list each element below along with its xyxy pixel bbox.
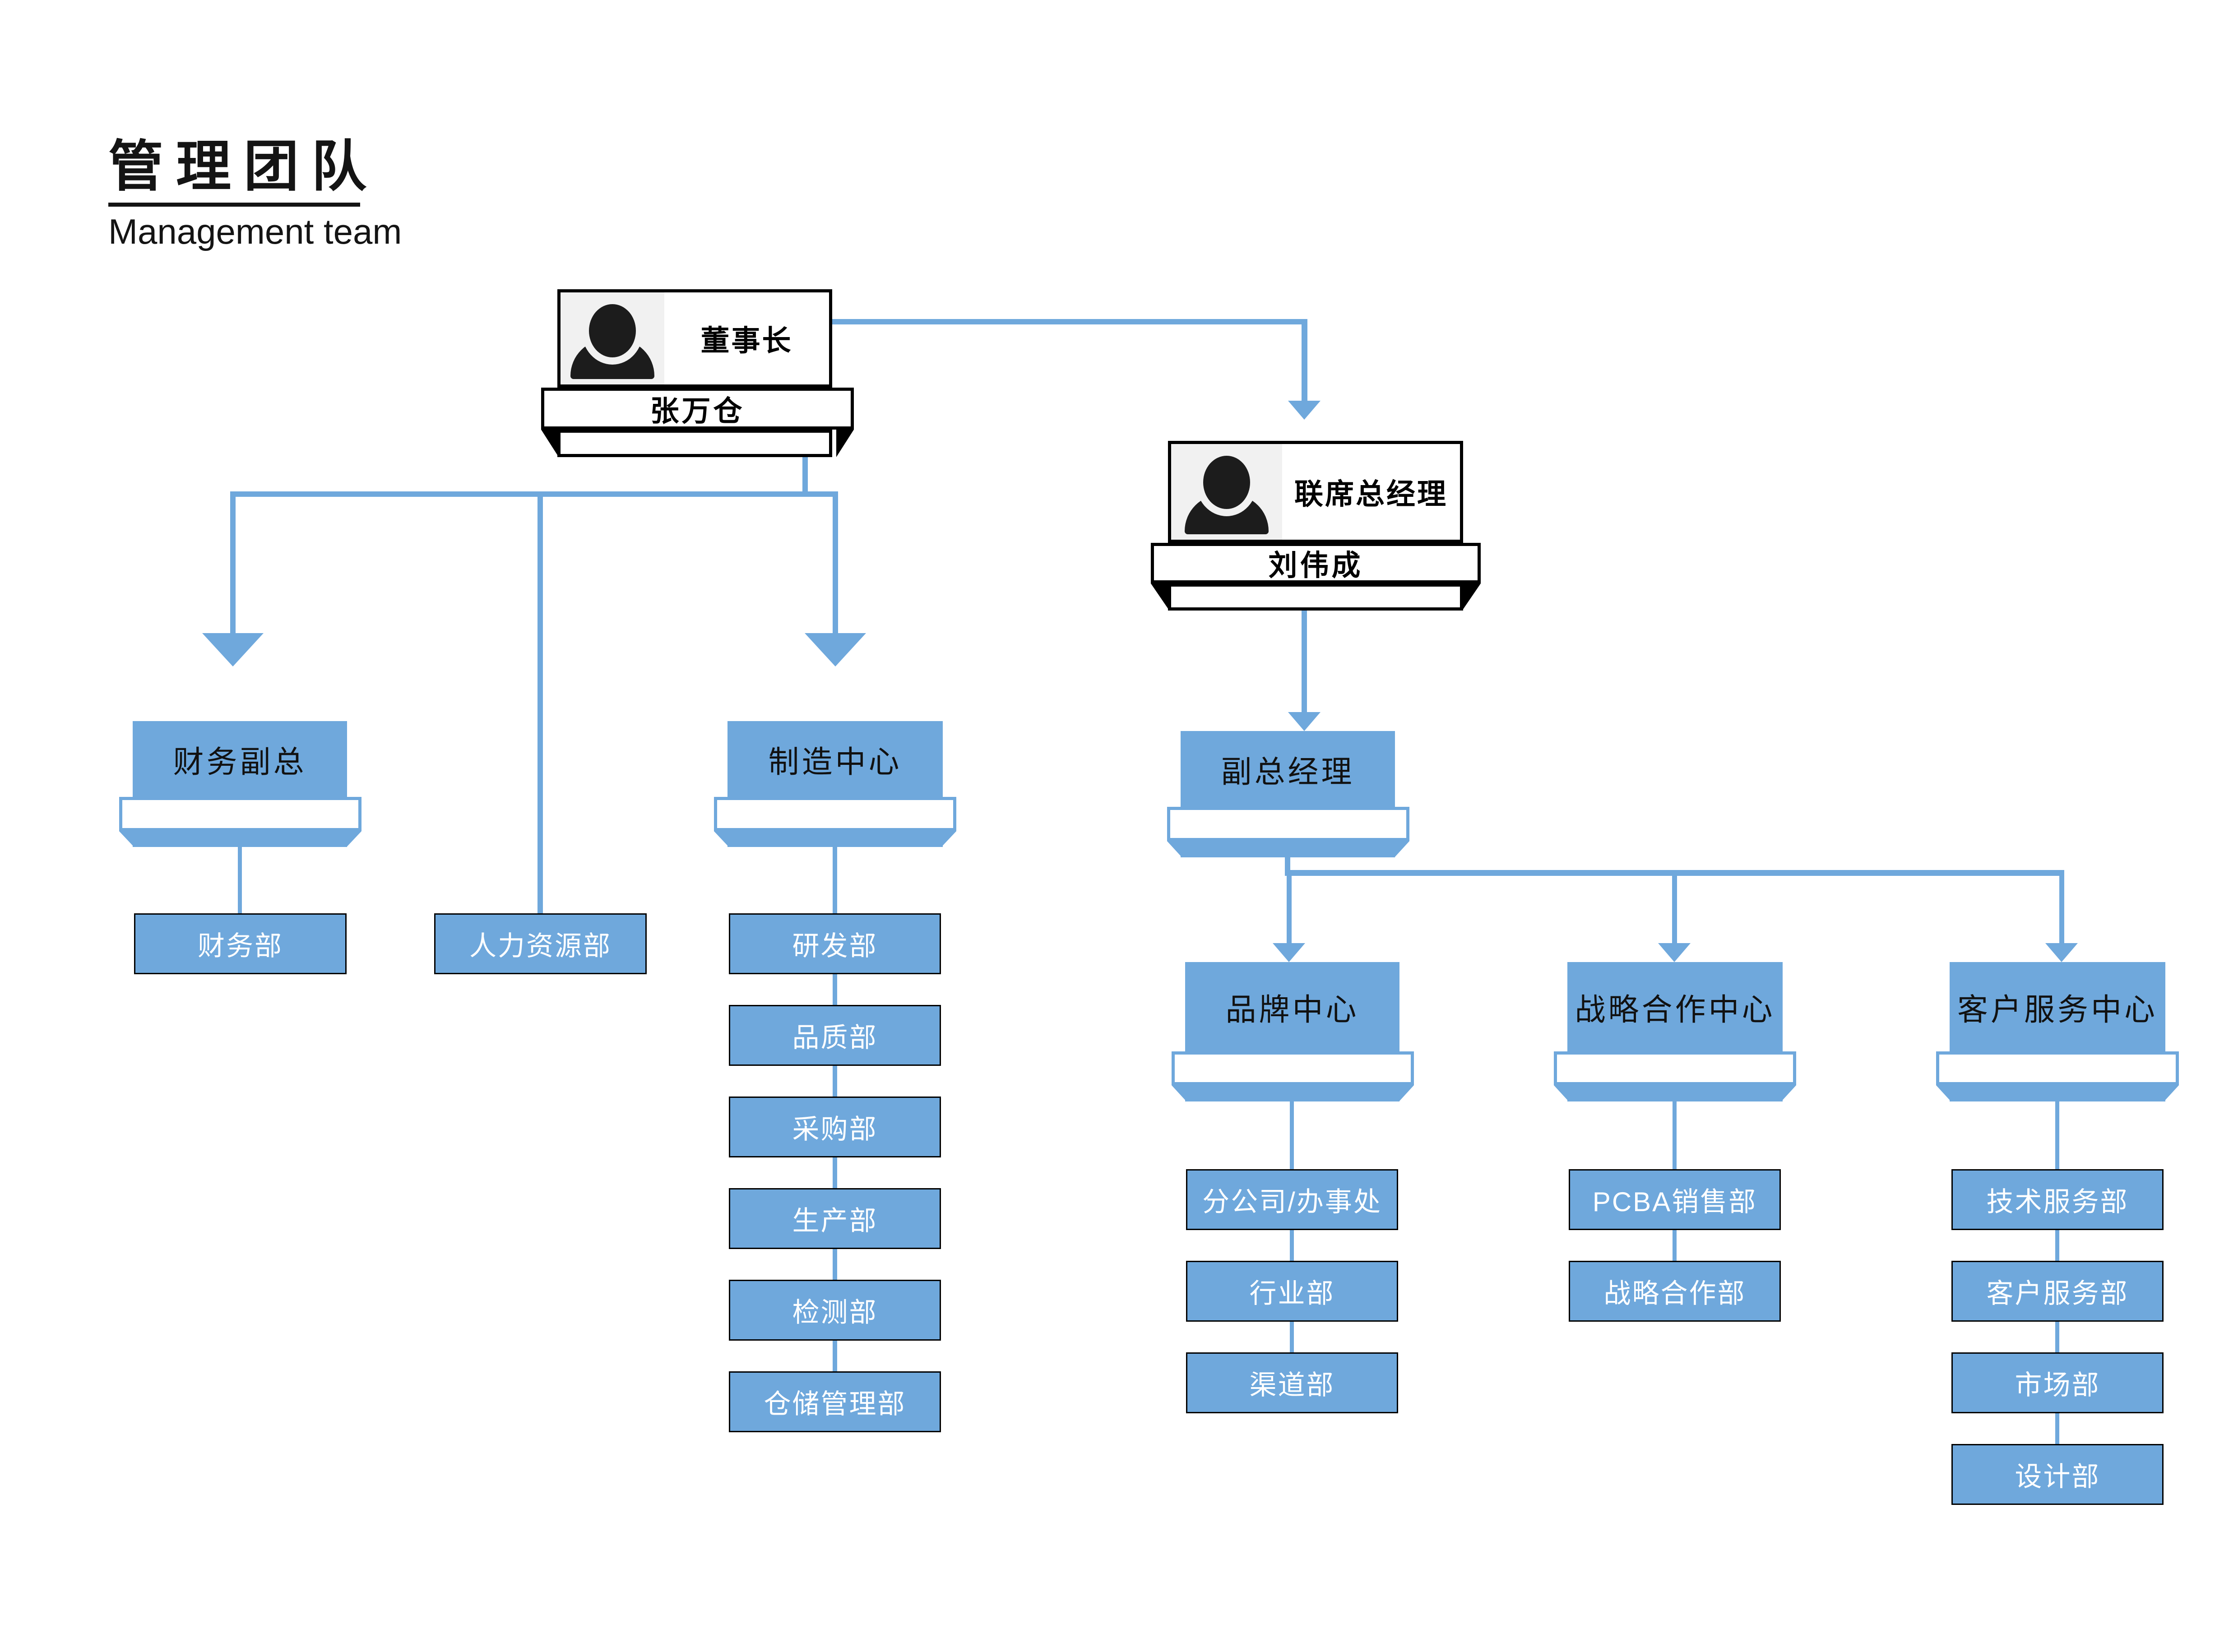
page-title: 管理团队 xyxy=(108,136,379,197)
dept-hr: 人力资源部 xyxy=(434,913,647,974)
arrow-down-icon xyxy=(1273,943,1305,962)
person-name: 刘伟成 xyxy=(1268,549,1363,582)
dept-testing: 检测部 xyxy=(729,1280,941,1341)
banner-fold xyxy=(1781,1085,1796,1101)
connector-chairman-branch xyxy=(231,491,838,497)
org-node-strategy-center: 战略合作中心 xyxy=(1567,962,1783,1051)
name-banner-empty xyxy=(1554,1051,1796,1085)
banner-fold xyxy=(1167,841,1182,857)
banner-fold xyxy=(541,430,559,457)
banner-fold xyxy=(1151,583,1169,611)
connector-chairman-to-cogm-h xyxy=(832,319,1307,324)
banner-fold xyxy=(119,831,134,847)
org-node-deputy-gm: 副总经理 xyxy=(1181,731,1395,807)
banner-fold xyxy=(1172,1085,1186,1101)
plaque-base xyxy=(727,831,943,847)
banner-fold xyxy=(1936,1085,1951,1101)
arrow-down-icon xyxy=(202,633,264,666)
connector-drop-strategy xyxy=(1672,870,1677,943)
person-icon xyxy=(1171,444,1282,540)
dept-warehouse: 仓储管理部 xyxy=(729,1371,941,1432)
banner-fold xyxy=(836,430,854,457)
connector-chairman-stub xyxy=(802,457,808,491)
person-icon xyxy=(561,292,664,384)
name-banner-empty xyxy=(119,797,361,831)
title-underline xyxy=(108,203,360,207)
org-node-chairman: 董事长 xyxy=(557,289,832,388)
name-banner-empty xyxy=(714,797,956,831)
plaque-base xyxy=(1168,583,1463,611)
org-node-title: 联席总经理 xyxy=(1294,478,1448,510)
connector-drop-brand xyxy=(1287,870,1292,943)
dept-strategic-coop: 战略合作部 xyxy=(1569,1261,1781,1322)
plaque-base xyxy=(1950,1085,2165,1101)
banner-fold xyxy=(941,831,956,847)
name-banner-cogm: 刘伟成 xyxy=(1151,543,1481,583)
org-node-finance-vp: 财务副总 xyxy=(133,721,347,797)
arrow-down-icon xyxy=(1288,712,1321,731)
dept-finance: 财务部 xyxy=(134,913,347,974)
dept-industry: 行业部 xyxy=(1186,1261,1398,1322)
dept-quality: 品质部 xyxy=(729,1005,941,1066)
plaque-base xyxy=(133,831,347,847)
dept-pcba-sales: PCBA销售部 xyxy=(1569,1169,1781,1230)
banner-fold xyxy=(1399,1085,1414,1101)
plaque-base xyxy=(1567,1085,1783,1101)
plaque-base xyxy=(1181,841,1395,857)
plaque-base xyxy=(557,430,832,457)
connector-cogm-to-deputy xyxy=(1302,611,1307,712)
dept-customer-service: 客户服务部 xyxy=(1951,1261,2164,1322)
dept-production: 生产部 xyxy=(729,1188,941,1249)
arrow-down-icon xyxy=(2045,943,2078,962)
name-banner-empty xyxy=(1172,1051,1414,1085)
banner-fold xyxy=(714,831,729,847)
org-node-manufacturing-center: 制造中心 xyxy=(727,721,943,797)
banner-fold xyxy=(347,831,361,847)
dept-design: 设计部 xyxy=(1951,1444,2164,1505)
banner-fold xyxy=(1395,841,1409,857)
banner-fold xyxy=(1554,1085,1569,1101)
org-node-co-general-manager: 联席总经理 xyxy=(1168,441,1463,543)
connector-drop-hr xyxy=(537,491,543,913)
connector-drop-mfg xyxy=(833,491,838,633)
dept-rd: 研发部 xyxy=(729,913,941,974)
org-node-brand-center: 品牌中心 xyxy=(1185,962,1399,1051)
dept-channel: 渠道部 xyxy=(1186,1352,1398,1413)
connector-drop-service xyxy=(2059,870,2064,943)
dept-marketing: 市场部 xyxy=(1951,1352,2164,1413)
banner-fold xyxy=(1462,583,1481,611)
name-banner-empty xyxy=(1936,1051,2179,1085)
name-banner-chairman: 张万仓 xyxy=(541,388,854,430)
name-banner-empty xyxy=(1167,807,1409,841)
arrow-down-icon xyxy=(1658,943,1691,962)
arrow-down-icon xyxy=(805,633,866,666)
plaque-base xyxy=(1185,1085,1399,1101)
org-node-service-center: 客户服务中心 xyxy=(1950,962,2165,1051)
dept-tech-service: 技术服务部 xyxy=(1951,1169,2164,1230)
connector-financevp-to-finance xyxy=(238,847,242,913)
dept-purchasing: 采购部 xyxy=(729,1097,941,1157)
banner-fold xyxy=(2164,1085,2179,1101)
connector-deputy-stub xyxy=(1285,857,1290,870)
person-name: 张万仓 xyxy=(650,394,745,427)
org-node-title: 董事长 xyxy=(700,324,793,357)
arrow-down-icon xyxy=(1288,401,1321,420)
connector-drop-finance-vp xyxy=(230,491,236,633)
dept-branch-office: 分公司/办事处 xyxy=(1186,1169,1398,1230)
page-subtitle: Management team xyxy=(108,212,402,251)
connector-chairman-to-cogm-v xyxy=(1302,319,1307,401)
